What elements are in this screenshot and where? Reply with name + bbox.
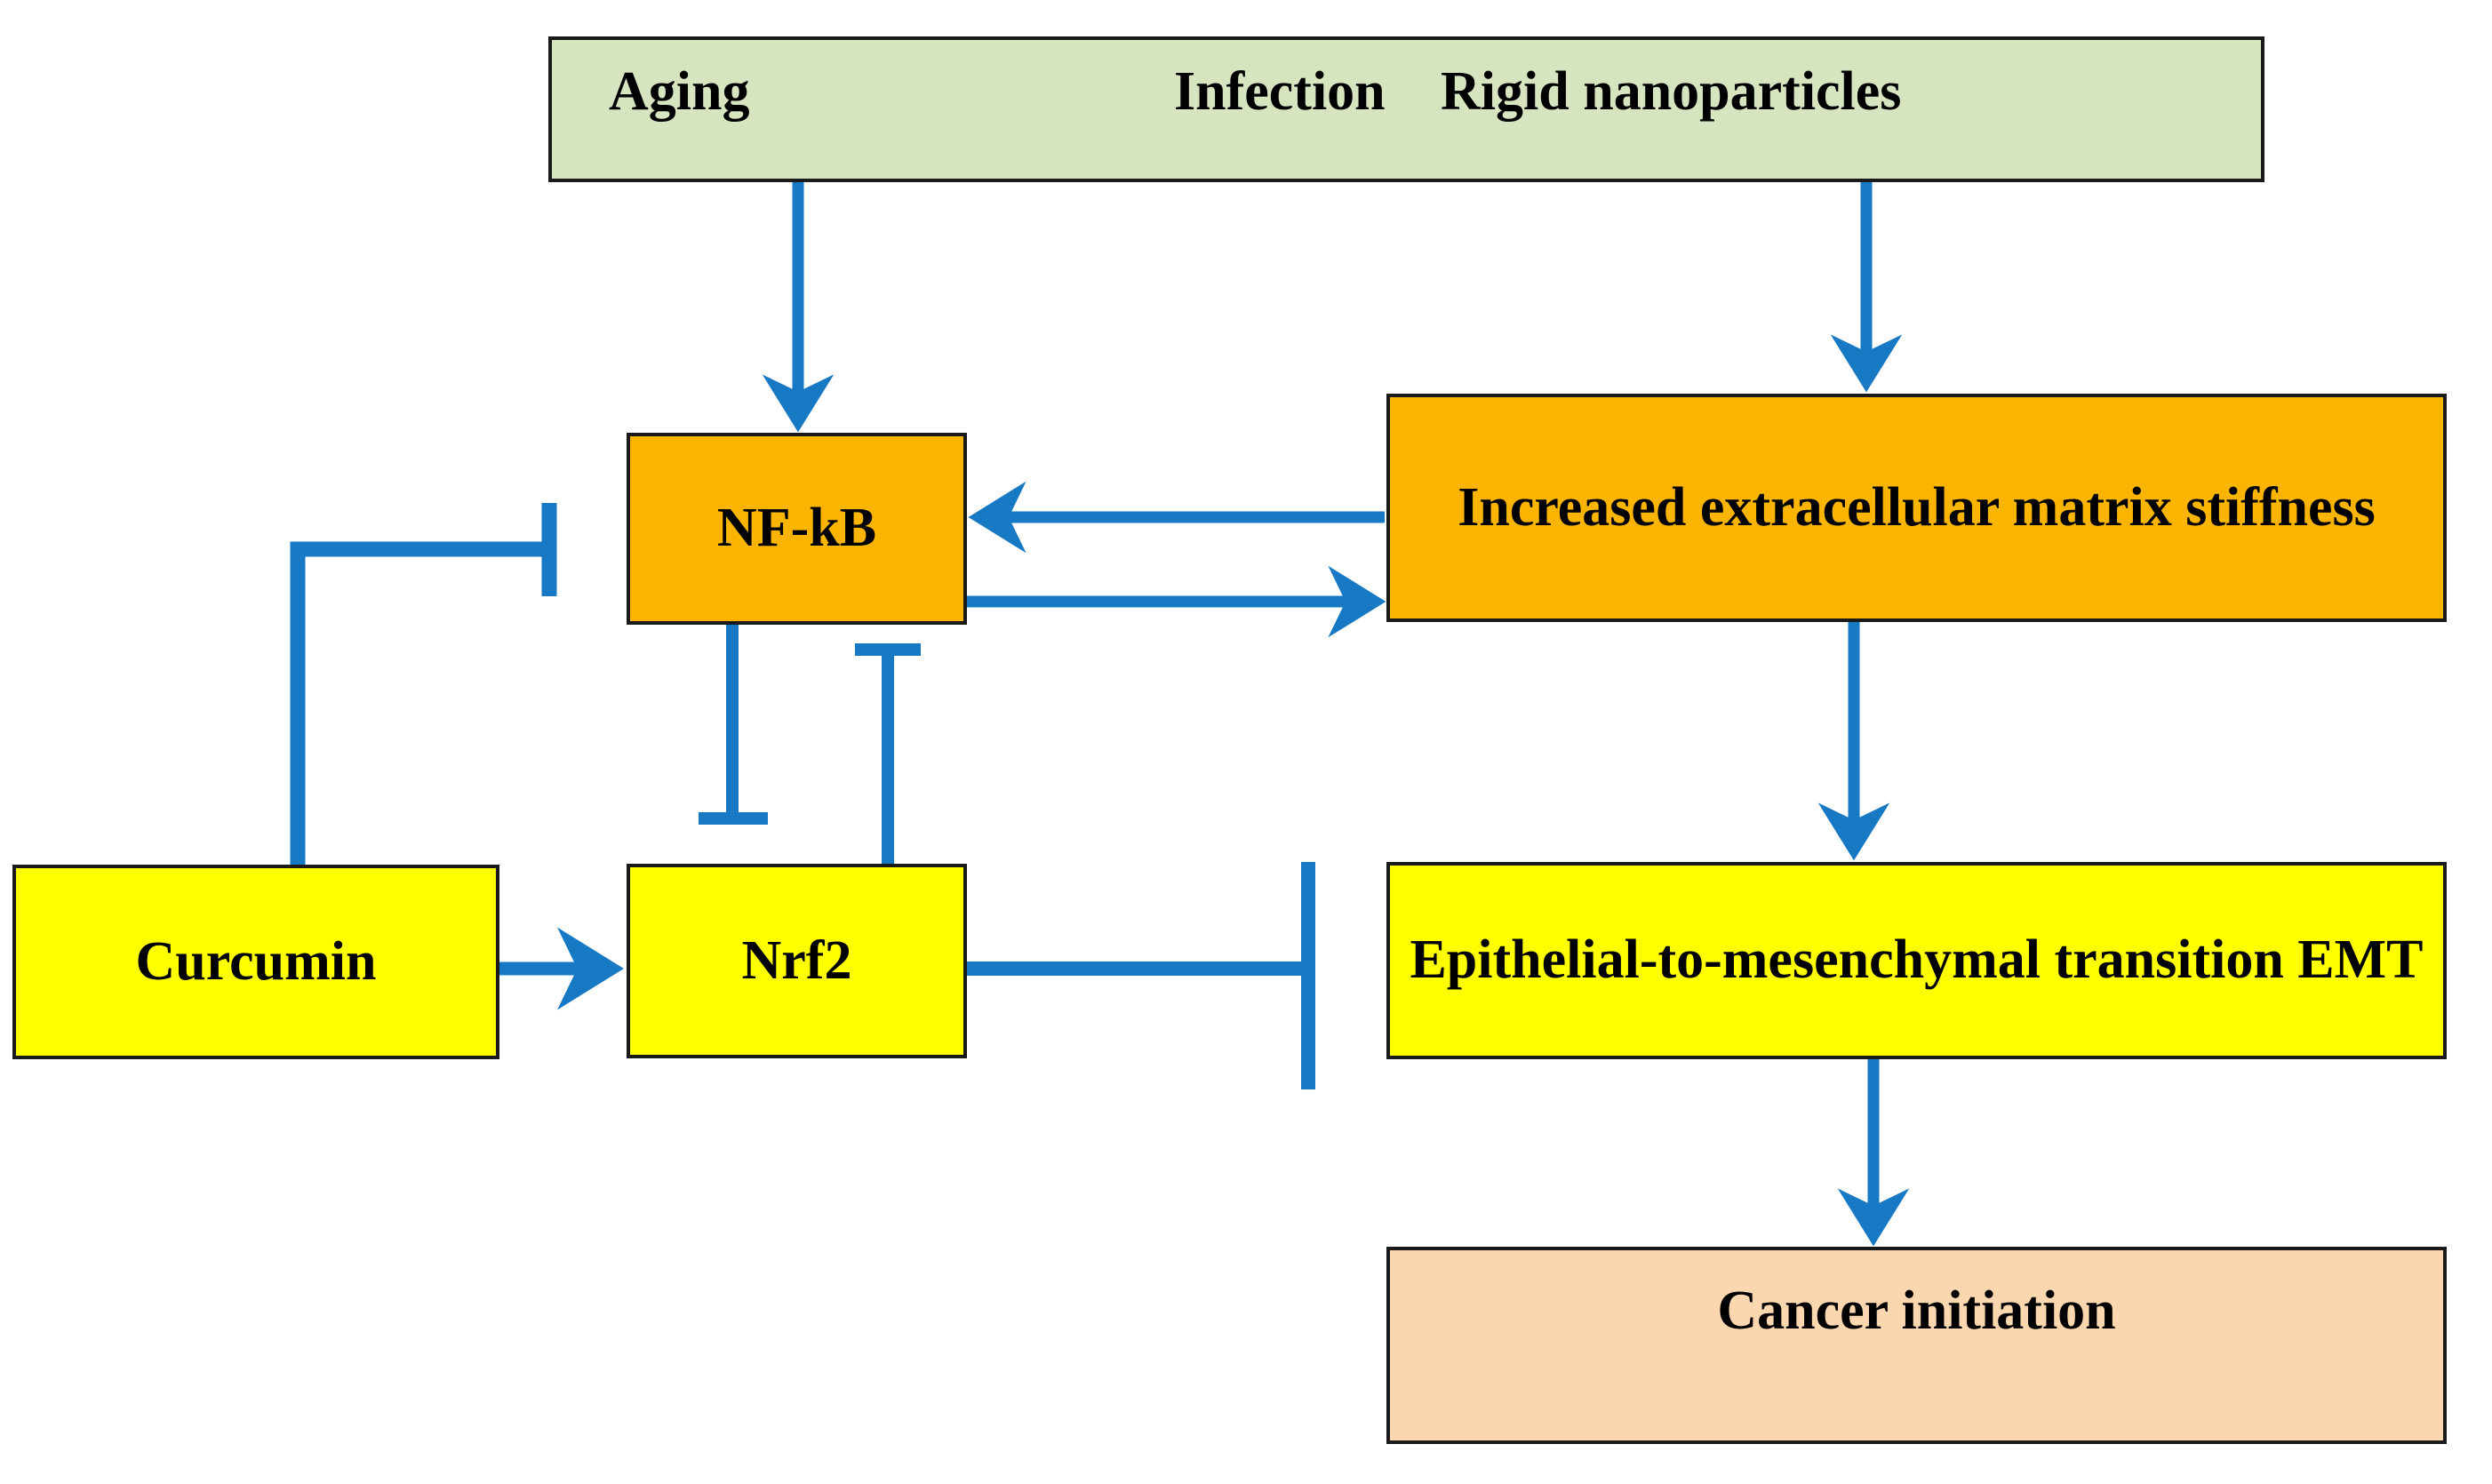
node-curcumin-label: Curcumin bbox=[135, 930, 377, 992]
edge-nrf2-inhibits-emt bbox=[967, 862, 1315, 1089]
node-nfkb-label: NF-kB bbox=[716, 498, 877, 559]
edge-nfkb-inhibits-nrf2 bbox=[699, 622, 768, 825]
stimulus-label-infection: Infection bbox=[1174, 61, 1386, 122]
stimulus-label-rigid-nanoparticles: Rigid nanoparticles bbox=[1441, 61, 1902, 122]
node-nrf2[interactable]: Nrf2 bbox=[627, 864, 967, 1058]
node-nrf2-label: Nrf2 bbox=[741, 929, 852, 991]
node-stimuli-box[interactable]: Aging Infection Rigid nanoparticles bbox=[548, 36, 2264, 182]
edge-nrf2-inhibits-nfkb bbox=[855, 643, 921, 864]
node-ecm-stiffness-label: Increased extracellular matrix stiffness bbox=[1458, 476, 2376, 538]
edge-curcumin-inhibits-nfkb bbox=[290, 503, 557, 865]
node-emt-label: Epithelial-to-mesenchymal transition EMT bbox=[1410, 929, 2424, 991]
node-cancer-initiation-label: Cancer initiation bbox=[1717, 1281, 2116, 1342]
node-emt[interactable]: Epithelial-to-mesenchymal transition EMT bbox=[1386, 862, 2447, 1059]
stimulus-label-aging: Aging bbox=[609, 61, 750, 122]
node-cancer-initiation[interactable]: Cancer initiation bbox=[1386, 1247, 2447, 1444]
node-ecm-stiffness[interactable]: Increased extracellular matrix stiffness bbox=[1386, 394, 2447, 622]
node-curcumin[interactable]: Curcumin bbox=[12, 865, 499, 1059]
node-nfkb[interactable]: NF-kB bbox=[627, 433, 967, 625]
